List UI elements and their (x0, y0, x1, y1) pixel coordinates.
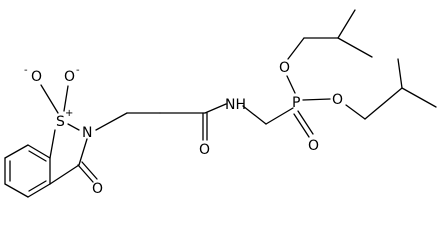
atom-sulfur: S (56, 114, 65, 130)
bond-c3-o-2 (81, 161, 98, 180)
atom-phosphorus: P (292, 95, 300, 111)
atom-nh-amide: NH (225, 97, 246, 113)
bond-ch-me2-upper (337, 37, 373, 58)
bond-o-ch2-upper (287, 37, 305, 60)
atom-o-phosphoryl: O (308, 138, 319, 154)
atom-o-ester-upper: O (279, 60, 290, 76)
bond-ch2-p (265, 107, 294, 125)
bond-ch-me1-lower (397, 58, 403, 89)
charge-o-sulfonyl-left: - (24, 65, 28, 76)
bond-c3-o-1 (77, 164, 94, 183)
bond-ch-me2-lower (401, 87, 437, 108)
bond-c3-c3a (49, 164, 80, 185)
bond-p-o-upper (286, 75, 296, 94)
atom-o-sulfonyl-left: O (31, 69, 42, 85)
atom-labels: O - O - S + N O O NH P O O O (24, 60, 343, 197)
atom-nitrogen-ring: N (82, 125, 92, 141)
molecule-diagram: O - O - S + N O O NH P O O O (4, 9, 437, 198)
bond-p-o-lower (302, 98, 331, 101)
bond-o-ch2-lower (345, 104, 366, 120)
bond-camide-nh (204, 103, 227, 114)
bond-c7a-s (49, 129, 56, 159)
bond-n-ch2 (95, 112, 128, 131)
bond-benz-1 (4, 144, 29, 159)
charge-sulfur: + (65, 108, 73, 119)
atom-o-ester-lower: O (332, 92, 343, 108)
atom-o-amide: O (199, 142, 210, 158)
bond-p-o-double-1 (293, 113, 310, 138)
atom-o-sulfonyl-right: O (64, 69, 75, 85)
structure-canvas: O - O - S + N O O NH P O O O (4, 9, 437, 198)
bond-benz-2 (27, 144, 51, 159)
charge-o-sulfonyl-right: - (76, 65, 80, 76)
bond-benz-5 (4, 183, 29, 198)
atom-o-ring-carbonyl: O (92, 181, 103, 197)
bond-nh-ch2 (242, 105, 267, 125)
bond-s-o-right (63, 85, 69, 112)
bond-ch2-ch-lower (364, 87, 403, 120)
bond-benz-inner-2 (28, 150, 47, 162)
bond-p-o-double-2 (297, 110, 314, 135)
bond-benz-4 (27, 183, 51, 198)
bond-s-n (67, 123, 80, 131)
bond-ch-me1-upper (337, 9, 356, 39)
bonds (4, 9, 437, 198)
bond-benz-inner-3 (28, 180, 47, 192)
bond-s-o-left (40, 84, 59, 114)
bond-n-c3 (78, 138, 88, 166)
